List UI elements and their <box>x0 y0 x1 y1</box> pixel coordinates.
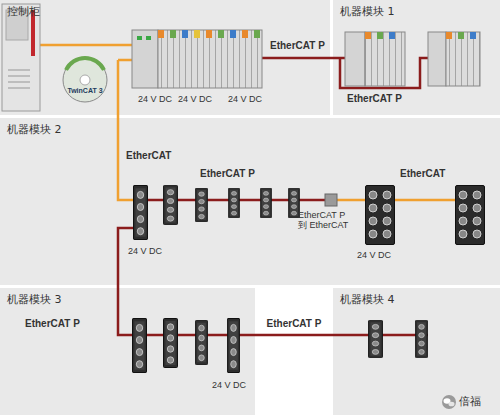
terminal-tab <box>365 32 371 39</box>
machine-zone-panel: 机器模块 3 <box>0 288 255 415</box>
terminal-tab <box>206 30 212 38</box>
network-label: 24 V DC <box>178 94 212 104</box>
network-label: 24 V DC <box>228 94 262 104</box>
zone-heading: 机器模块 4 <box>340 293 395 306</box>
network-label: EtherCAT <box>400 168 445 180</box>
network-label: 24 V DC <box>128 246 162 256</box>
cable-connector <box>117 115 120 118</box>
cable-connector <box>330 57 333 60</box>
cable-connector <box>255 334 333 337</box>
network-label: EtherCAT P <box>347 93 402 105</box>
network-label: 24 V DC <box>212 380 246 390</box>
disc-hole <box>80 75 90 85</box>
terminal-tab <box>170 30 176 38</box>
bus-coupler <box>132 30 158 88</box>
io-module <box>369 320 383 357</box>
terminal-tab <box>194 30 200 38</box>
io-module <box>227 319 239 373</box>
pc-vents <box>8 70 30 88</box>
protocol-converter <box>325 194 337 206</box>
network-label: 倍福 <box>459 395 481 408</box>
ethercat-cable <box>118 60 133 200</box>
terminal-tab <box>389 32 395 39</box>
io-module <box>134 186 148 240</box>
disc-print <box>66 58 104 70</box>
cable-label: EtherCAT P <box>267 318 322 330</box>
io-module <box>164 319 178 368</box>
terminal-row <box>446 32 480 86</box>
terminal-tab <box>254 30 260 38</box>
software-disc <box>63 58 107 102</box>
io-module <box>195 188 207 221</box>
io-module <box>164 185 178 224</box>
industrial-pc <box>2 4 40 111</box>
terminal-tab <box>446 32 452 39</box>
io-module <box>260 188 271 217</box>
io-module <box>288 188 299 217</box>
io-module <box>133 319 147 373</box>
terminal-tab <box>158 30 164 38</box>
machine-zone-panel: 机器模块 2 <box>0 118 500 285</box>
network-label: EtherCAT P <box>25 318 80 330</box>
wechat-icon <box>442 395 456 409</box>
io-box <box>456 186 485 245</box>
terminal-tab <box>218 30 224 38</box>
ethercat-cable <box>40 44 132 47</box>
io-module <box>415 320 427 357</box>
cable-connector <box>117 285 120 288</box>
note-label: TwinCAT 3 <box>60 87 110 95</box>
pc-stripe <box>31 10 35 56</box>
zone-heading: 机器模块 1 <box>340 5 395 18</box>
status-led <box>137 36 142 40</box>
terminal-tab <box>182 30 188 38</box>
io-module <box>195 320 207 364</box>
wechat-icon-bubble <box>449 402 455 407</box>
terminal-tab <box>230 30 236 38</box>
terminal-tab <box>377 32 383 39</box>
zone-heading: 控制柜 <box>7 5 40 18</box>
zone-heading: 机器模块 3 <box>7 293 62 306</box>
terminal-tab <box>242 30 248 38</box>
status-led <box>146 36 151 40</box>
terminal-tab <box>458 32 464 39</box>
note-label: EtherCAT P 到 EtherCAT <box>298 210 352 231</box>
io-module <box>228 188 239 217</box>
network-label: 24 V DC <box>357 250 391 260</box>
terminal-row <box>365 32 405 86</box>
network-label: EtherCAT <box>126 150 171 162</box>
zone-heading: 机器模块 2 <box>7 123 62 136</box>
terminal-tab <box>470 32 476 39</box>
network-label: EtherCAT P <box>270 40 325 52</box>
network-label: 24 V DC <box>138 94 172 104</box>
bus-coupler <box>345 32 365 86</box>
ethercat-p-cable <box>262 57 330 60</box>
network-label: EtherCAT P <box>200 168 255 180</box>
io-box <box>366 186 395 245</box>
ethercat-cable <box>337 199 470 202</box>
bus-coupler <box>428 32 446 86</box>
terminal-row <box>158 30 262 88</box>
pc-panel <box>6 10 28 40</box>
